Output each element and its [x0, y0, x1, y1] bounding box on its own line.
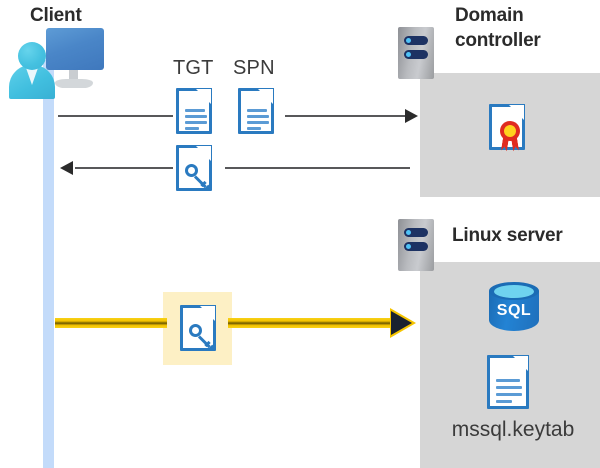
doc-text-line — [185, 115, 207, 118]
monitor-neck-icon — [69, 70, 78, 82]
client-lifeline — [43, 60, 54, 468]
keytab-document-icon — [487, 355, 529, 409]
domain-controller-server-icon — [398, 27, 434, 79]
flow-line-request-right — [285, 115, 408, 117]
key-icon — [189, 324, 215, 351]
doc-text-line — [185, 127, 199, 130]
database-top-inner-icon — [494, 285, 534, 298]
server-led-icon — [404, 36, 428, 45]
page-fold-inner-icon — [513, 356, 528, 371]
yellow-arrowhead-to-linux — [391, 311, 412, 335]
page-fold-inner-icon — [509, 105, 524, 120]
linux-server-icon — [398, 219, 434, 271]
flow-line-response-left — [75, 167, 173, 169]
spn-label: SPN — [233, 57, 275, 79]
spn-document-icon — [238, 88, 274, 134]
server-led-icon — [404, 50, 428, 59]
certificate-seal-icon — [500, 121, 520, 141]
linux-server-title: Linux server — [452, 225, 563, 246]
tgt-label: TGT — [173, 57, 214, 79]
keytab-filename-label: mssql.keytab — [451, 418, 575, 441]
client-workstation-icon — [8, 25, 104, 100]
flow-line-request-left — [58, 115, 173, 117]
tgt-document-icon — [176, 88, 212, 134]
server-led-icon — [404, 228, 428, 237]
certificate-document-icon — [489, 104, 525, 150]
yellow-flow-line-right — [228, 318, 396, 328]
flow-arrowhead-to-dc — [405, 109, 418, 123]
person-collar-icon — [25, 65, 39, 85]
doc-text-line — [496, 386, 522, 389]
monitor-screen-icon — [46, 28, 104, 70]
flow-line-response-right — [225, 167, 410, 169]
page-fold-inner-icon — [200, 306, 215, 321]
server-led-icon — [404, 242, 428, 251]
doc-text-line — [496, 393, 522, 396]
client-title: Client — [30, 5, 82, 26]
yellow-flow-line-left — [55, 318, 167, 328]
key-ring-icon — [189, 324, 202, 337]
sql-database-icon: SQL — [489, 282, 539, 340]
doc-text-line — [247, 115, 269, 118]
page-fold-inner-icon — [258, 89, 273, 104]
monitor-base-icon — [55, 79, 93, 88]
domain-controller-title: Domain controller — [455, 5, 541, 51]
key-icon — [185, 164, 211, 191]
page-fold-inner-icon — [196, 89, 211, 104]
sql-label: SQL — [496, 302, 532, 319]
page-fold-inner-icon — [196, 146, 211, 161]
highlighted-service-ticket-icon — [180, 305, 216, 351]
key-ring-icon — [185, 164, 198, 177]
doc-text-line — [247, 109, 267, 112]
doc-text-line — [247, 121, 269, 124]
doc-text-line — [247, 127, 261, 130]
doc-text-line — [185, 121, 207, 124]
key-tooth-icon — [208, 344, 215, 351]
doc-text-line — [496, 400, 512, 403]
doc-text-line — [185, 109, 205, 112]
person-head-icon — [18, 42, 46, 70]
doc-text-line — [496, 379, 520, 382]
key-tooth-icon — [204, 184, 211, 191]
flow-arrowhead-to-client — [60, 161, 73, 175]
service-ticket-key-document-icon — [176, 145, 212, 191]
